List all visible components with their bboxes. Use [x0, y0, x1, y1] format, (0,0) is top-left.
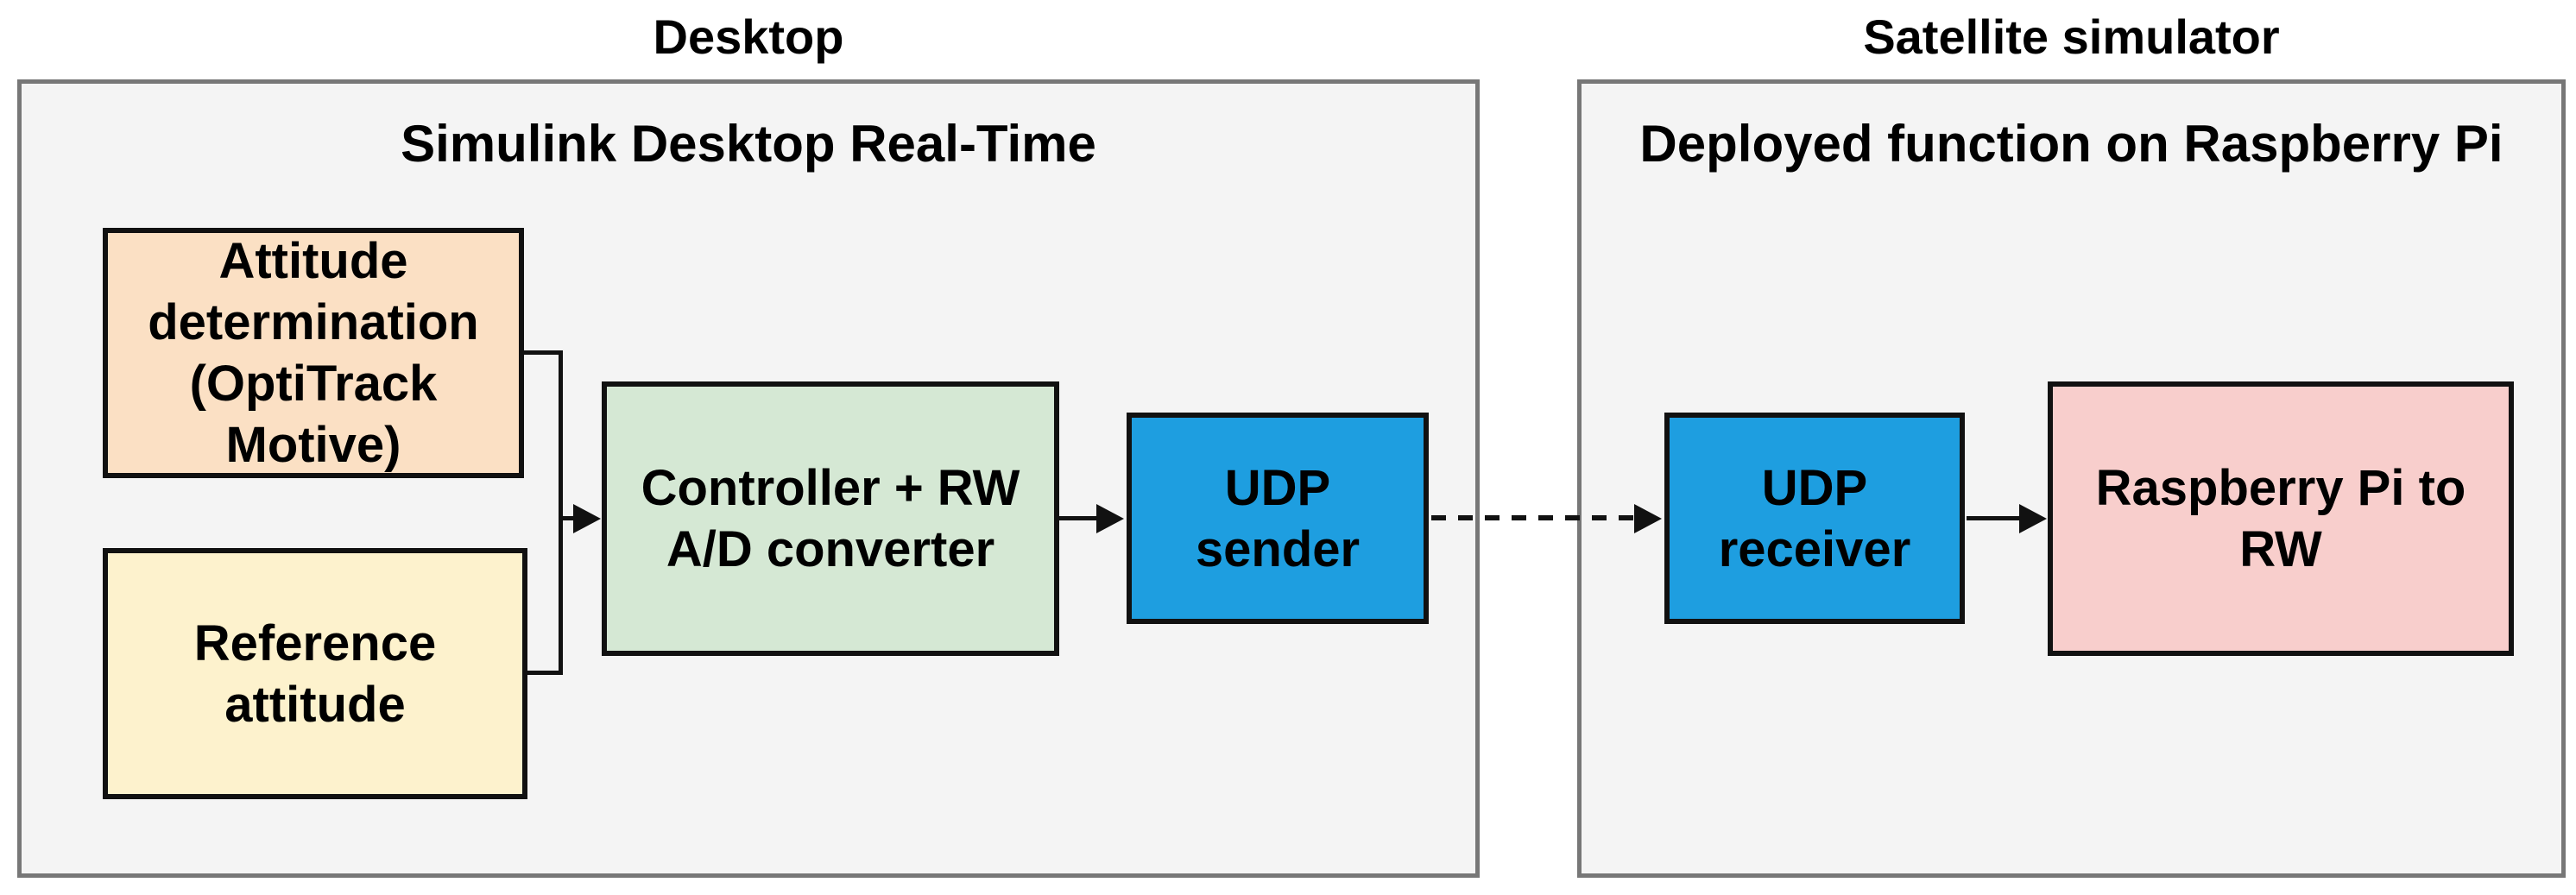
udp-sender-label: UDP sender: [1195, 459, 1361, 577]
connector-reference-stub: [524, 671, 563, 675]
connector-receiver-to-raspberry: [1967, 516, 2024, 520]
arrowhead-into-receiver-icon: [1634, 504, 1662, 533]
arrowhead-into-sender-icon: [1096, 504, 1124, 533]
deployed-function-heading: Deployed function on Raspberry Pi: [1639, 115, 2503, 173]
udp-sender-block: UDP sender: [1127, 413, 1429, 624]
udp-receiver-label: UDP receiver: [1718, 459, 1911, 577]
controller-rw-ad-converter-block: Controller + RW A/D converter: [602, 381, 1059, 656]
reference-attitude-label: Reference attitude: [193, 615, 437, 733]
desktop-group-title: Desktop: [653, 9, 844, 64]
arrowhead-into-controller-icon: [573, 504, 601, 533]
attitude-determination-block: Attitude determination (OptiTrack Motive…: [103, 228, 524, 478]
arrowhead-into-raspberry-icon: [2019, 504, 2047, 533]
connector-junction-to-controller: [561, 516, 578, 520]
connector-merge-junction: [559, 350, 563, 675]
attitude-determination-label: Attitude determination (OptiTrack Motive…: [148, 233, 479, 473]
simulink-desktop-realtime-heading: Simulink Desktop Real-Time: [401, 115, 1096, 173]
reference-attitude-block: Reference attitude: [103, 548, 527, 799]
controller-rw-ad-converter-label: Controller + RW A/D converter: [641, 460, 1020, 577]
connector-controller-to-sender: [1059, 516, 1097, 520]
udp-receiver-block: UDP receiver: [1664, 413, 1965, 624]
raspberry-pi-to-rw-block: Raspberry Pi to RW: [2048, 381, 2514, 656]
connector-attitude-stub: [521, 350, 563, 355]
raspberry-pi-to-rw-label: Raspberry Pi to RW: [2095, 460, 2466, 577]
satellite-group-title: Satellite simulator: [1863, 9, 2280, 64]
connector-sender-to-receiver-dashed: [1431, 515, 1635, 520]
